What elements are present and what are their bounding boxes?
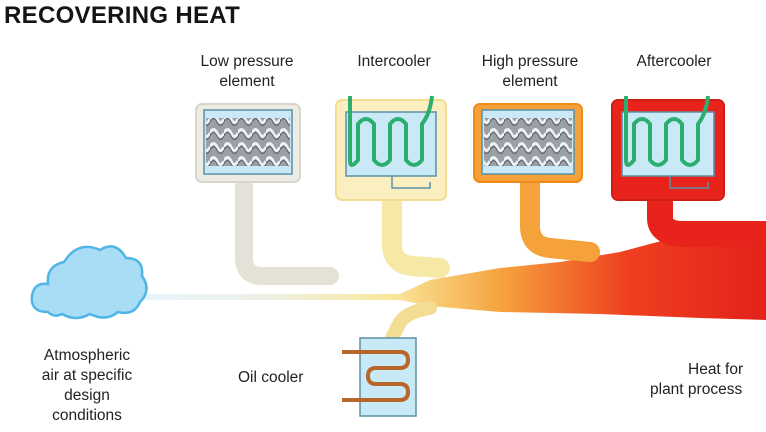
oil-cooler-icon: [342, 337, 417, 417]
aftercooler-label: Aftercooler: [636, 53, 712, 70]
aftercooler-icon: [611, 95, 725, 201]
cloud-icon: [30, 245, 148, 320]
intercooler-icon: [335, 95, 447, 201]
low-pressure-branch: [235, 171, 339, 285]
intercooler-label: Intercooler: [357, 53, 431, 70]
high-pressure-branch: [520, 170, 600, 262]
oil-cooler-label: Oil cooler: [238, 369, 304, 386]
high-pressure-element-icon: [473, 103, 583, 183]
intercooler-branch: [382, 188, 450, 278]
high-pressure-label: High pressure element: [481, 53, 579, 90]
atmospheric-air-label: Atmospheric air at specific design condi…: [41, 347, 133, 424]
heat-for-plant-label: Heat for plant process: [650, 361, 744, 398]
main-flow-pipe: [140, 232, 766, 320]
oil-cooler-branch: [385, 301, 437, 345]
low-pressure-label: Low pressure element: [200, 53, 294, 90]
aftercooler-branch: [647, 196, 766, 247]
diagram-title: RECOVERING HEAT: [4, 2, 241, 29]
low-pressure-element-icon: [195, 103, 301, 183]
